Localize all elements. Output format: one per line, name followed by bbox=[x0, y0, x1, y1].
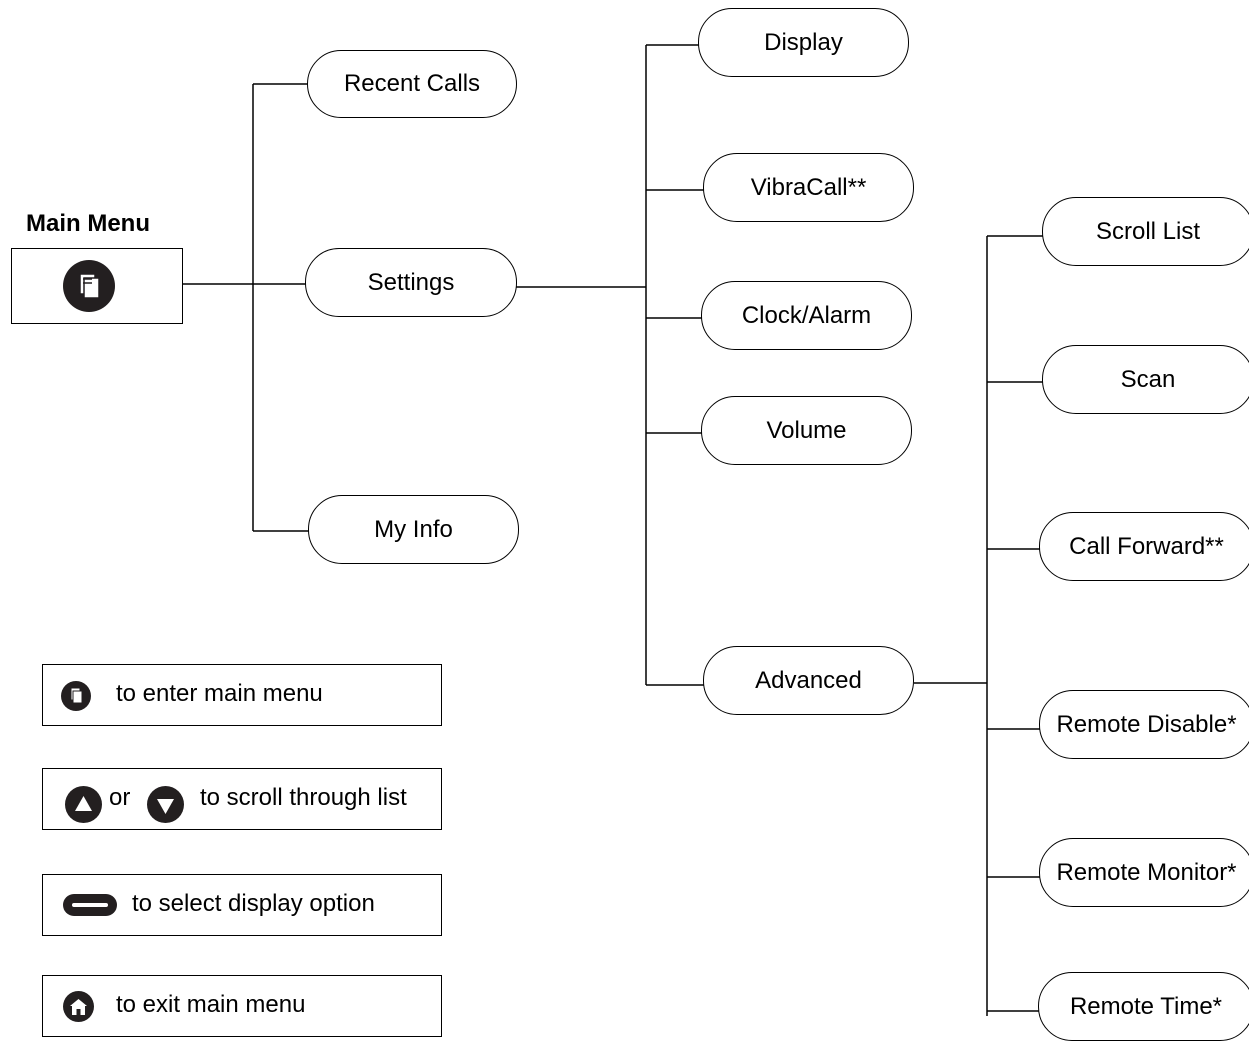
node-my-info[interactable]: My Info bbox=[308, 495, 519, 564]
node-remote-monitor[interactable]: Remote Monitor* bbox=[1039, 838, 1249, 907]
node-scan[interactable]: Scan bbox=[1042, 345, 1249, 414]
node-recent-calls[interactable]: Recent Calls bbox=[307, 50, 517, 118]
legend-scroll: or to scroll through list bbox=[42, 768, 442, 830]
main-menu-box[interactable] bbox=[11, 248, 183, 324]
up-arrow-icon bbox=[65, 786, 102, 823]
node-clock-alarm[interactable]: Clock/Alarm bbox=[701, 281, 912, 350]
legend-enter: to enter main menu bbox=[42, 664, 442, 726]
node-scroll-list[interactable]: Scroll List bbox=[1042, 197, 1249, 266]
node-vibracall[interactable]: VibraCall** bbox=[703, 153, 914, 222]
legend-select: to select display option bbox=[42, 874, 442, 936]
node-remote-time[interactable]: Remote Time* bbox=[1038, 972, 1249, 1041]
menu-key-icon bbox=[63, 260, 115, 312]
legend-exit: to exit main menu bbox=[42, 975, 442, 1037]
node-display[interactable]: Display bbox=[698, 8, 909, 77]
home-key-icon bbox=[63, 991, 94, 1022]
legend-exit-text: to exit main menu bbox=[116, 991, 306, 1018]
node-volume[interactable]: Volume bbox=[701, 396, 912, 465]
main-menu-title: Main Menu bbox=[26, 210, 150, 237]
node-call-forward[interactable]: Call Forward** bbox=[1039, 512, 1249, 581]
node-remote-disable[interactable]: Remote Disable* bbox=[1039, 690, 1249, 759]
legend-or-text: or bbox=[109, 784, 131, 811]
node-settings[interactable]: Settings bbox=[305, 248, 517, 317]
legend-enter-text: to enter main menu bbox=[116, 680, 323, 707]
node-advanced[interactable]: Advanced bbox=[703, 646, 914, 715]
select-key-icon bbox=[63, 894, 117, 916]
down-arrow-icon bbox=[147, 786, 184, 823]
legend-select-text: to select display option bbox=[132, 890, 375, 917]
legend-scroll-text: to scroll through list bbox=[200, 784, 407, 811]
menu-key-icon bbox=[61, 681, 91, 711]
